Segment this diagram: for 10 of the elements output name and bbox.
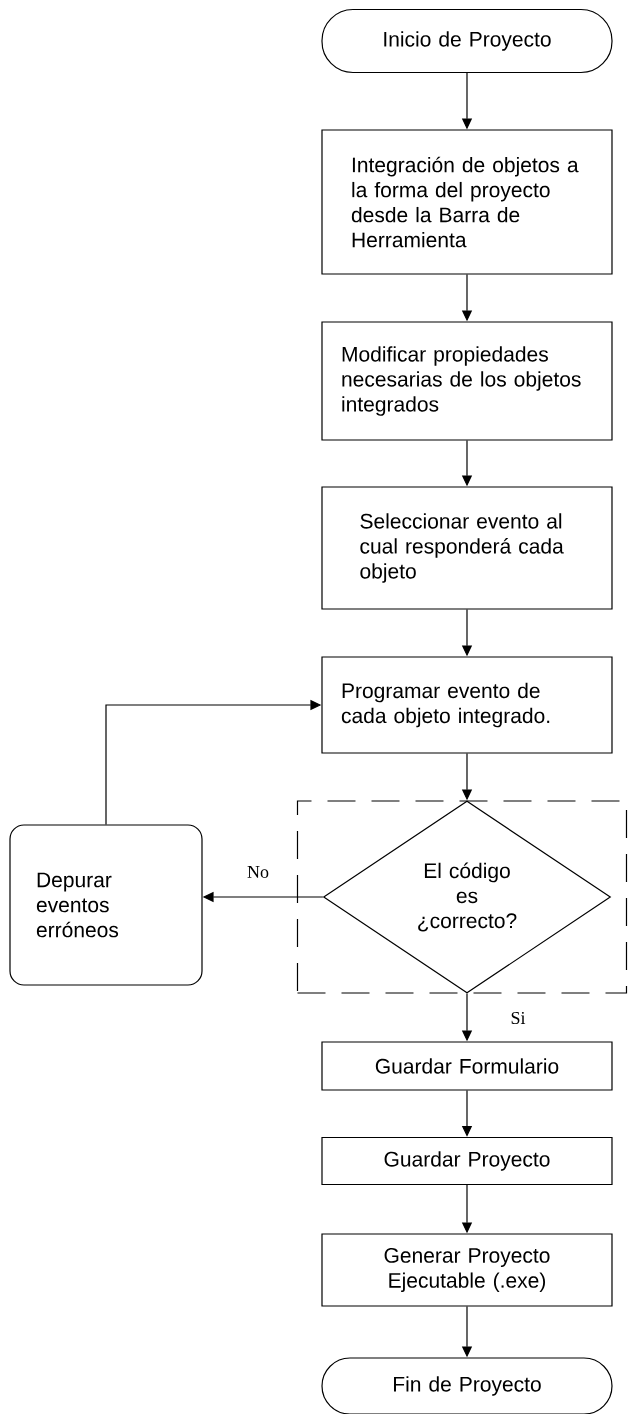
- process-box: Seleccionar evento al cual responderá cada objeto: [321, 486, 613, 610]
- process-box: Integración de objetos a la forma del proyecto desde la Barra de Herramienta: [321, 129, 613, 275]
- edge-label: Si: [508, 1009, 528, 1027]
- process-box: Guardar Formulario: [321, 1041, 613, 1091]
- process-box: Programar evento de cada objeto integrado.: [321, 656, 613, 754]
- process-box: Guardar Proyecto: [321, 1136, 613, 1186]
- edge-label: No: [245, 864, 271, 880]
- process-box: Modificar propiedades necesarias de los objetos integrados: [321, 321, 613, 441]
- process-box: Depurar eventos erróneos: [9, 824, 203, 986]
- process-box: Generar Proyecto Ejecutable (.exe): [321, 1233, 613, 1307]
